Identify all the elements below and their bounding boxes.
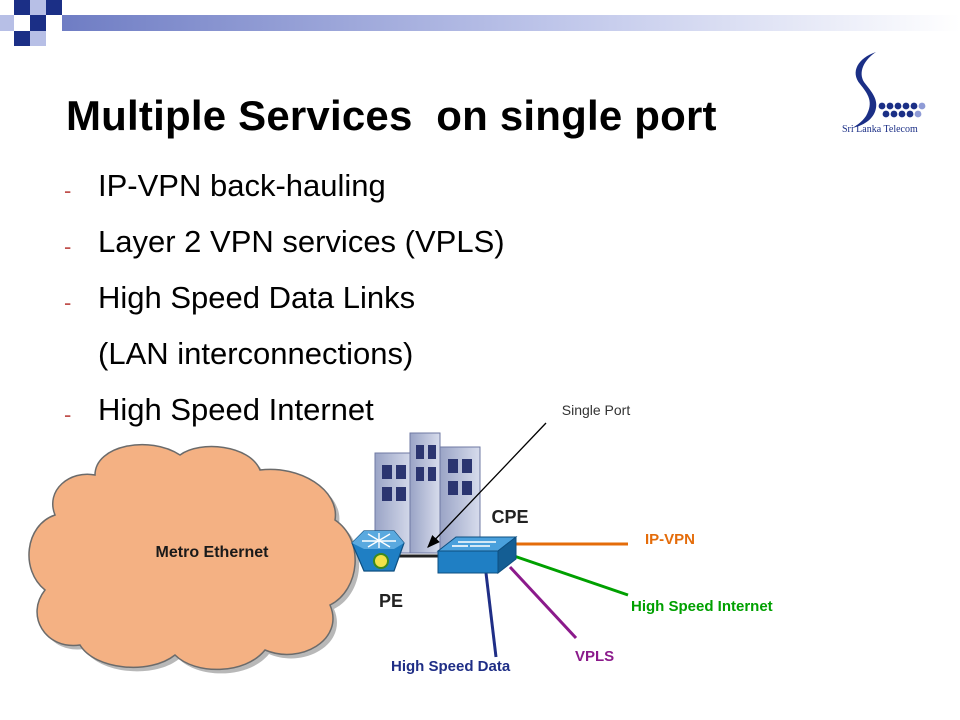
building-icon <box>374 432 481 554</box>
bullet-marker: - <box>64 234 72 259</box>
cpe-switch-icon <box>436 535 518 575</box>
logo-text: Sri Lanka Telecom <box>842 124 918 135</box>
cpe-label: CPE <box>491 507 528 527</box>
slide-title: Multiple Services on single port <box>66 92 717 139</box>
vpls-link <box>508 565 578 640</box>
header-decoration <box>0 0 960 46</box>
bullet-marker: - <box>64 178 72 203</box>
bullet-text: High Speed Data Links <box>98 280 416 315</box>
metro-ethernet-cloud <box>28 443 360 674</box>
bullet-marker: - <box>64 402 72 427</box>
single-port-label: Single Port <box>562 402 631 418</box>
cloud-label: Metro Ethernet <box>156 544 270 561</box>
internet-label: High Speed Internet <box>631 598 773 615</box>
pe-router-icon <box>351 530 405 572</box>
single-port-arrow <box>427 422 547 548</box>
data-label: High Speed Data <box>391 658 511 675</box>
internet-link <box>513 554 629 597</box>
pe-label: PE <box>379 591 403 611</box>
bullet-text: High Speed Internet <box>98 392 374 427</box>
bullet-text: Layer 2 VPN services (VPLS) <box>98 224 505 259</box>
vpls-label: VPLS <box>575 648 614 665</box>
bullet-marker: - <box>64 290 72 315</box>
network-diagram: Metro Ethernet Single Port PE <box>28 402 773 675</box>
bullet-text: IP-VPN back-hauling <box>98 168 386 203</box>
ipvpn-label: IP-VPN <box>645 531 695 548</box>
bullet-text: (LAN interconnections) <box>98 336 414 371</box>
data-link <box>484 572 498 658</box>
company-logo-icon <box>852 52 926 128</box>
